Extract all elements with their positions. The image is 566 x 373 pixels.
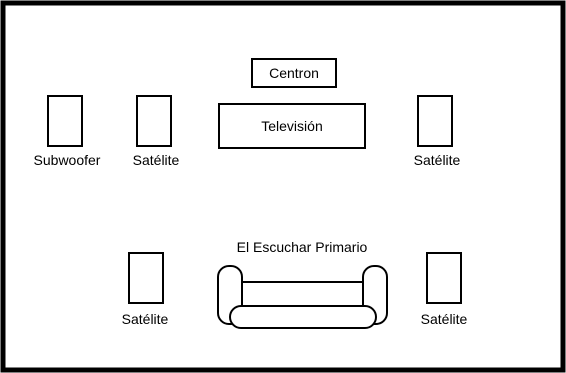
center-speaker [251, 58, 337, 88]
subwoofer-label: Subwoofer [34, 152, 101, 168]
television [218, 103, 366, 149]
subwoofer-speaker [47, 95, 83, 147]
rear-left-satellite-label: Satélite [122, 311, 169, 327]
rear-left-satellite-speaker [128, 252, 164, 304]
front-left-satellite-speaker [136, 95, 172, 147]
front-left-satellite-label: Satélite [133, 152, 180, 168]
front-right-satellite-speaker [417, 95, 453, 147]
television-label: Televisión [261, 118, 322, 134]
listener-label: El Escuchar Primario [237, 239, 368, 255]
front-right-satellite-label: Satélite [414, 152, 461, 168]
center-speaker-label: Centron [269, 65, 319, 81]
rear-right-satellite-label: Satélite [421, 311, 468, 327]
couch-icon [217, 265, 388, 329]
couch-seat [229, 305, 377, 329]
rear-right-satellite-speaker [426, 252, 462, 304]
